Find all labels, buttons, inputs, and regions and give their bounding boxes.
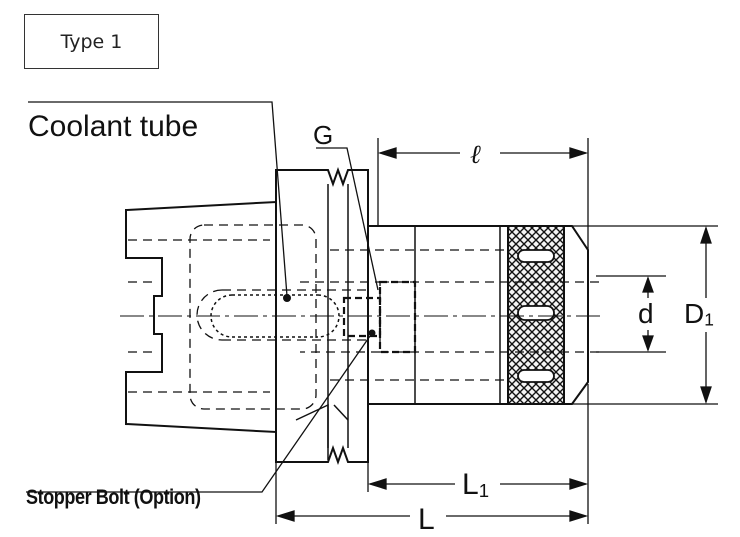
g-label: G xyxy=(313,120,334,150)
d-dimension-label: d xyxy=(638,298,654,329)
stopper-bolt-label: Stopper Bolt (Option) xyxy=(26,486,201,509)
L1-main: L xyxy=(462,468,479,501)
L1-dimension-label: L1 xyxy=(462,470,489,500)
dimensions xyxy=(275,138,718,524)
coolant-tube-label: Coolant tube xyxy=(28,110,199,143)
L1-sub: 1 xyxy=(478,479,490,501)
leaders xyxy=(26,101,379,493)
type-label: Type 1 xyxy=(60,31,123,53)
nose xyxy=(563,225,589,405)
hidden-lines xyxy=(128,224,600,410)
type-box: Type 1 xyxy=(24,14,159,69)
L-dimension-label: L xyxy=(418,503,435,536)
D1-main: D xyxy=(684,298,705,329)
coolant-tube xyxy=(210,294,340,338)
body-cylinder xyxy=(367,225,509,405)
D1-dimension-label: D1 xyxy=(684,300,714,329)
taper-shank xyxy=(125,200,277,434)
D1-sub: 1 xyxy=(704,309,714,330)
ell-dimension-label: ℓ xyxy=(470,140,481,170)
stopper-bolt xyxy=(342,280,417,354)
